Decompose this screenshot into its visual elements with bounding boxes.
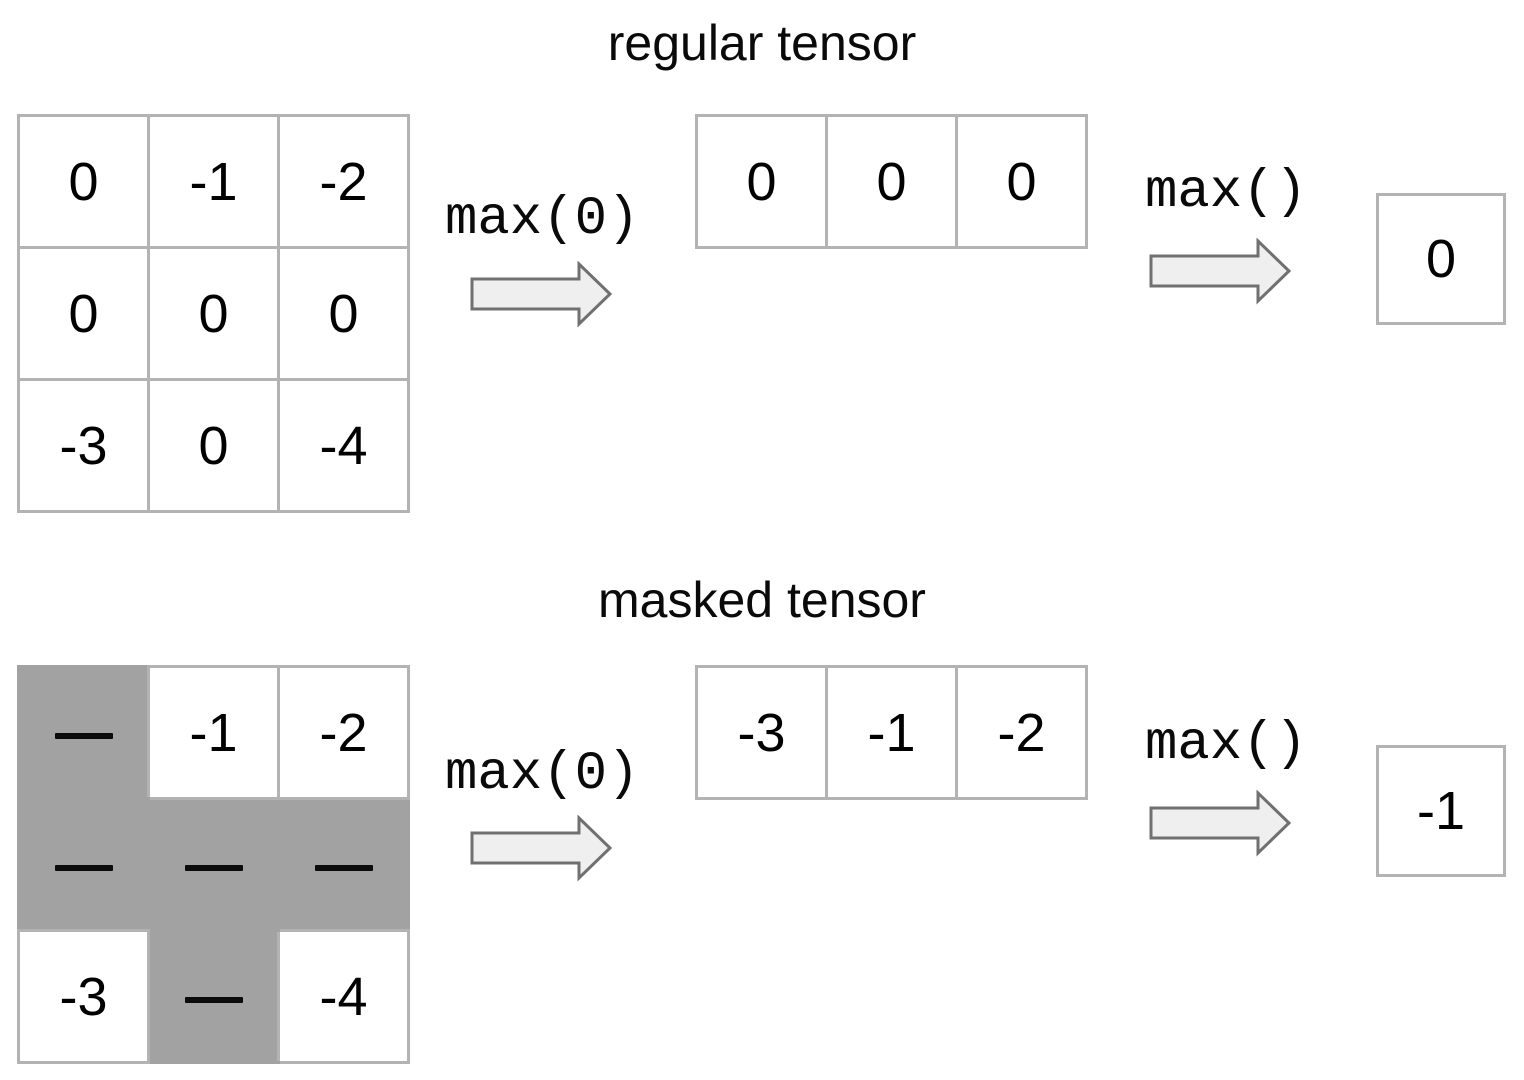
label-max-all-masked: max() [1145,714,1308,775]
label-max-dim-masked: max(0) [445,744,640,805]
title-masked-tensor: masked tensor [598,572,926,628]
tensor-cell: -2 [277,665,410,800]
masked-scalar-result: -1 [1376,745,1506,877]
right-arrow-icon [1149,238,1292,305]
right-arrow-icon [1149,790,1292,857]
label-max-dim-regular: max(0) [445,189,640,250]
right-arrow-icon [470,815,613,882]
regular-scalar-result: 0 [1376,193,1506,325]
tensor-cell: -3 [17,378,150,513]
masked-cell [147,797,280,932]
mask-dash [184,997,243,1004]
tensor-cell: 0 [695,114,828,249]
tensor-cell: -4 [277,929,410,1064]
masked-cell [17,797,150,932]
right-arrow-icon [470,261,613,328]
tensor-cell: -3 [17,929,150,1064]
mask-dash [54,733,113,740]
tensor-cell: -3 [695,665,828,800]
scalar-value: 0 [1425,229,1457,289]
tensor-cell: -4 [277,378,410,513]
tensor-cell: 0 [277,246,410,381]
tensor-cell: 0 [17,114,150,249]
masked-cell [17,665,150,800]
mask-dash [314,865,373,872]
tensor-cell: 0 [955,114,1088,249]
tensor-cell: -1 [147,114,280,249]
masked-result-row-table: -3-1-2 [695,665,1088,800]
title-regular-tensor: regular tensor [607,15,917,71]
tensor-cell: 0 [825,114,958,249]
masked-cell [147,929,280,1064]
tensor-cell: -2 [955,665,1088,800]
masked-cell [277,797,410,932]
tensor-cell: 0 [147,246,280,381]
tensor-cell: -2 [277,114,410,249]
tensor-cell: 0 [17,246,150,381]
mask-dash [54,865,113,872]
tensor-cell: 0 [147,378,280,513]
mask-dash [184,865,243,872]
masked-tensor-grid-table: -1-2 -3 -4 [17,665,410,1064]
scalar-value: -1 [1416,781,1465,841]
label-max-all-regular: max() [1145,162,1308,223]
tensor-cell: -1 [147,665,280,800]
tensor-cell: -1 [825,665,958,800]
